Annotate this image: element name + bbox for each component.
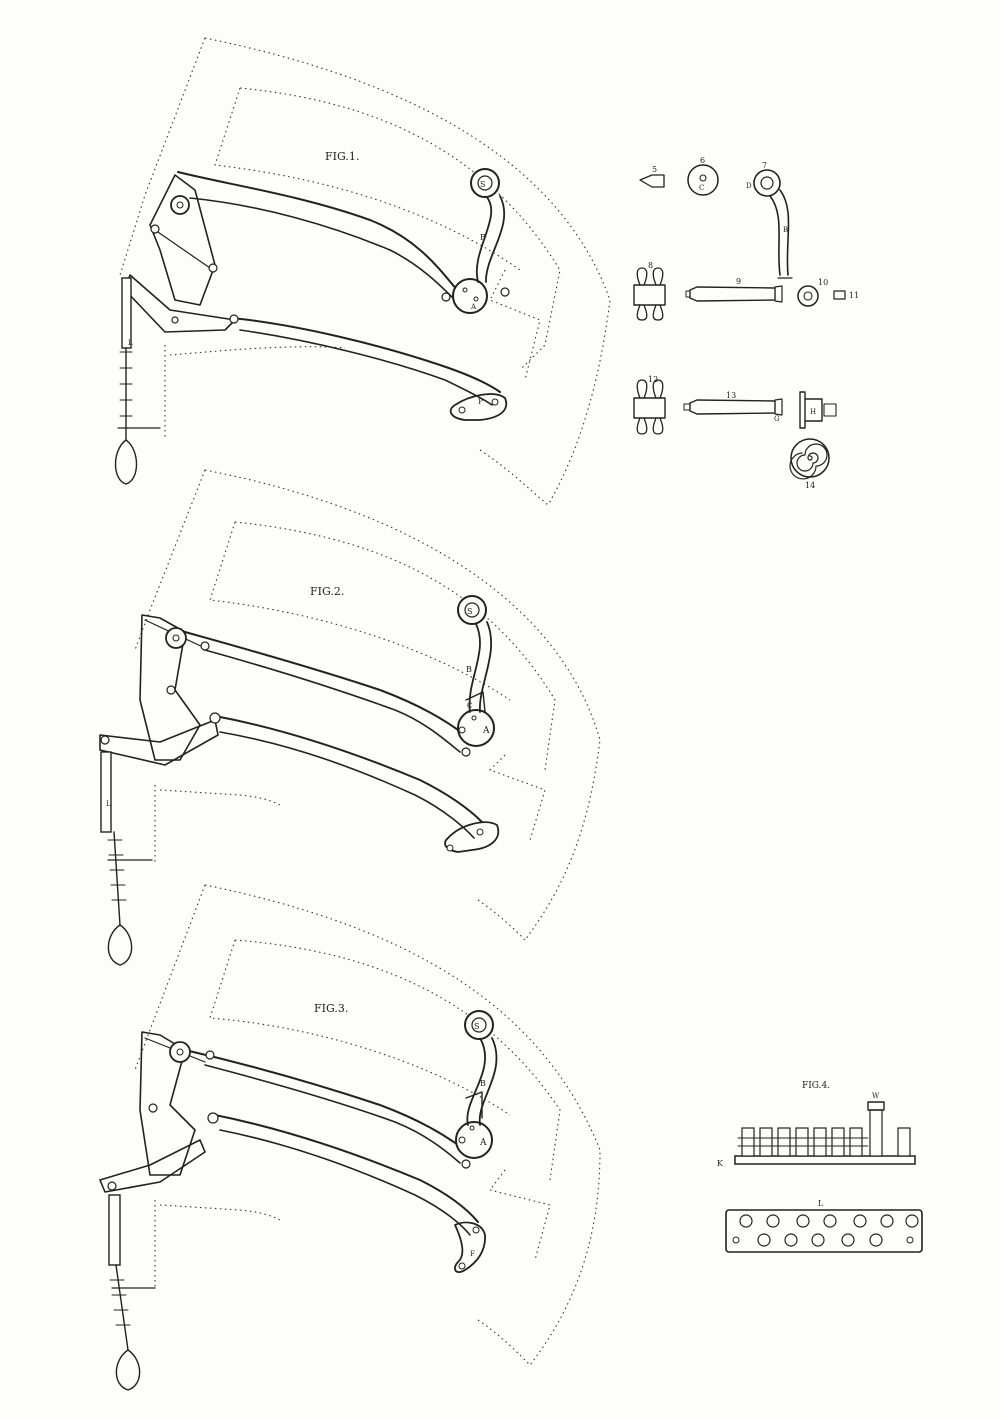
fig2-title: FIG.2.	[310, 585, 344, 598]
fig4-diagram: FIG.4. K W	[717, 1081, 923, 1253]
fig4-label-l: L	[818, 1199, 824, 1208]
part-13-label: 13	[726, 391, 736, 400]
detail-parts: 5 6 C 7 D B 8 9 10 11	[633, 156, 859, 490]
fig4-title: FIG.4.	[802, 1081, 830, 1091]
fig3-label-a: A	[479, 1138, 487, 1148]
part-7-d-label: D	[746, 182, 752, 190]
fig2-label-a: A	[482, 726, 490, 736]
fig1-title: FIG.1.	[325, 150, 359, 163]
part-5-label: 5	[652, 165, 657, 174]
part-9-label: 9	[736, 277, 741, 286]
fig2-diagram: FIG.2. S B C A L	[99, 469, 601, 966]
fig3-label-s: S	[474, 1022, 479, 1031]
fig1-label-l: L	[128, 339, 133, 347]
fig4-label-w: W	[872, 1092, 880, 1100]
part-7-label: 7	[762, 161, 767, 170]
part-14-label: 14	[805, 481, 815, 490]
fig3-label-b: B	[480, 1079, 486, 1088]
fig2-label-c: C	[467, 702, 472, 710]
fig1-label-p: P	[478, 398, 483, 406]
fig1-label-a: A	[470, 303, 477, 311]
plate-bosses	[732, 1214, 919, 1247]
fig2-label-b: B	[466, 665, 472, 674]
part-12-label: 12	[648, 375, 658, 384]
fig3-diagram: FIG.3. S B A F	[99, 884, 601, 1391]
part-6-label: 6	[700, 156, 705, 165]
fig2-label-l: L	[106, 800, 111, 808]
fig3-title: FIG.3.	[314, 1002, 348, 1015]
part-11-label: 11	[849, 291, 859, 300]
fig1-label-b: B	[480, 233, 486, 242]
part-10-label: 10	[818, 278, 828, 287]
part-13-g-label: G	[774, 415, 780, 423]
part-7-b-label: B	[783, 226, 788, 234]
fig3-label-f: F	[470, 1250, 475, 1258]
fig1-diagram: FIG.1. S B A P L	[114, 37, 611, 506]
fig4-label-k: K	[717, 1159, 724, 1168]
terminal-posts	[737, 1101, 911, 1157]
fig2-label-s: S	[467, 607, 472, 616]
fig1-label-s: S	[480, 180, 485, 189]
part-8-label: 8	[648, 261, 653, 270]
part-6-c-label: C	[699, 184, 704, 192]
part-h-label: H	[810, 408, 816, 416]
